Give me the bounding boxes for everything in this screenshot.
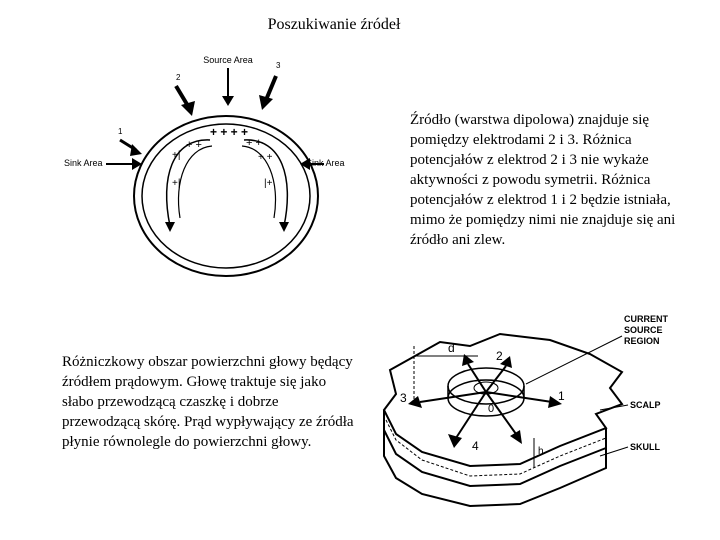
source-area-label: Source Area [203,55,253,65]
dipole-plus-signs: + + + + [210,125,248,139]
right-plus-mark: |+ [264,178,273,189]
label-h: h [538,446,544,457]
current-source-label-1: CURRENT [624,314,669,324]
dim-d-label: d [448,341,455,355]
electrode-2-label: 2 [176,73,181,82]
label-4: 4 [472,439,479,453]
page-title: Poszukiwanie źródeł [0,16,668,34]
label-0: 0 [488,403,494,415]
label-1: 1 [558,389,565,403]
head-source-sink-diagram: Source Area 2 3 1 + + + + + + + + +| + +… [62,48,358,280]
skull-label: SKULL [630,442,660,452]
label-2: 2 [496,349,503,363]
text-left: Różniczkowy obszar powierzchni głowy będ… [62,352,354,452]
sink-area-left-label: Sink Area [64,158,103,168]
scalp-label: SCALP [630,400,661,410]
left-plus-mark: +| [172,178,180,189]
text-right: Źródło (warstwa dipolowa) znajduje się p… [410,110,702,250]
current-source-label-2: SOURCE [624,325,663,335]
current-source-label-3: REGION [624,336,660,346]
label-3: 3 [400,391,407,405]
electrode-1-label: 1 [118,127,123,136]
electrode-3-label: 3 [276,61,281,70]
scalp-skull-current-source-diagram: d 2 3 4 0 1 h CURRENT SOURCE REGION SCAL… [360,306,700,510]
